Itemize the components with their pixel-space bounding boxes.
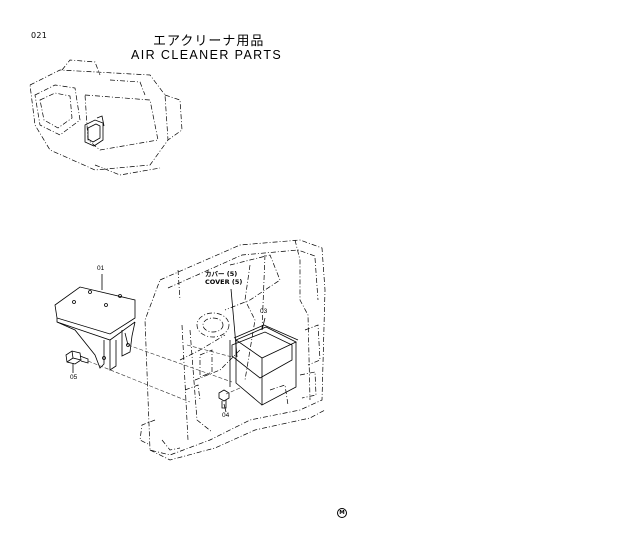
part-05-bolt (65, 350, 89, 365)
part-04-bolt (218, 389, 230, 409)
part-01-bracket (54, 286, 136, 371)
excavator-overview (29, 59, 183, 176)
cover-annotation-japanese: カバー (5) (205, 270, 238, 278)
callout-01: 01 (97, 265, 105, 272)
page-number: 021 (31, 31, 48, 40)
callout-03: 03 (260, 308, 268, 315)
callout-04: 04 (222, 412, 230, 419)
leader-lines (72, 274, 266, 413)
frame-panel (139, 239, 326, 461)
part-03-box (229, 324, 299, 406)
footer-mark: M (337, 508, 347, 518)
title-english: AIR CLEANER PARTS (131, 48, 283, 62)
cover-annotation-english: COVER (5) (205, 278, 243, 286)
title-japanese: エアクリーナ用品 (153, 34, 265, 49)
callout-05: 05 (70, 374, 78, 381)
